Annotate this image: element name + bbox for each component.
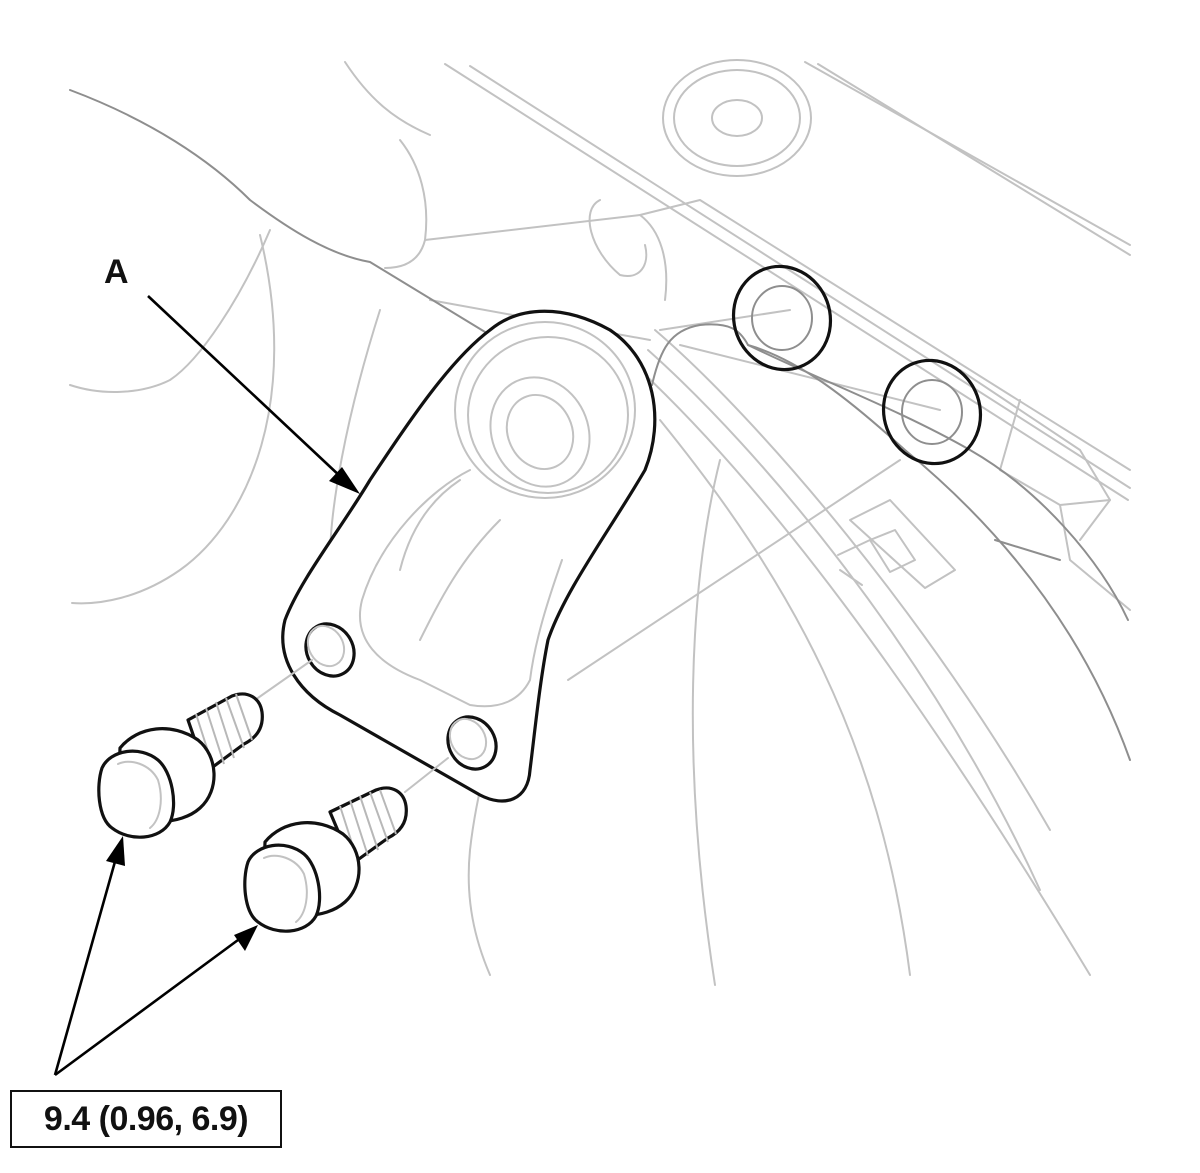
torque-leader-lines <box>53 836 258 1077</box>
frame-outline <box>69 89 1131 761</box>
torque-spec-text: 9.4 (0.96, 6.9) <box>43 1099 249 1138</box>
torque-spec-box: 9.4 (0.96, 6.9) <box>10 1090 282 1148</box>
callout-label-a: A <box>104 253 129 291</box>
body-structure-ghost-lines <box>69 61 1131 986</box>
flange-bolt-2 <box>243 786 408 933</box>
mounting-holes <box>731 264 983 466</box>
flange-bolt-1 <box>97 692 264 839</box>
bracket-a <box>281 309 657 803</box>
upper-mount-ghost <box>662 59 812 177</box>
leader-line-a <box>147 295 360 494</box>
bolt-axis-lines <box>254 659 449 793</box>
